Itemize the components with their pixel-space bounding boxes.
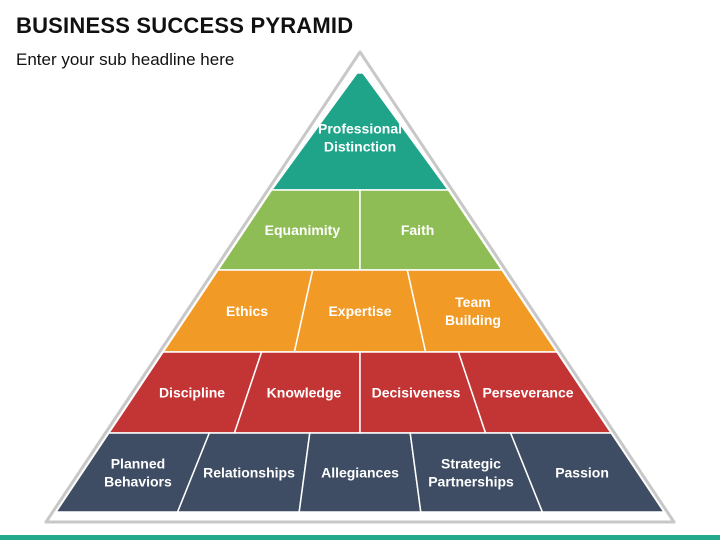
pyramid-block-label: Decisiveness bbox=[372, 385, 461, 401]
pyramid-block-label: Relationships bbox=[203, 465, 295, 481]
pyramid-block-label: Ethics bbox=[226, 303, 268, 319]
pyramid-tier-4: Discipline Knowledge Decisiveness Persevera… bbox=[107, 351, 613, 434]
page-subtitle: Enter your sub headline here bbox=[16, 50, 235, 69]
pyramid-block-label: Perseverance bbox=[482, 385, 573, 401]
pyramid-block-label: Knowledge bbox=[267, 385, 342, 401]
pyramid-block-label: Allegiances bbox=[321, 465, 399, 481]
page-title: BUSINESS SUCCESS PYRAMID bbox=[16, 13, 354, 38]
pyramid-block-label: Passion bbox=[555, 465, 609, 481]
pyramid-block-5-5 bbox=[509, 432, 666, 513]
pyramid-block-label: Expertise bbox=[328, 303, 391, 319]
pyramid-block-label: Equanimity bbox=[265, 222, 341, 238]
pyramid-block-label: Faith bbox=[401, 222, 434, 238]
pyramid-block-label: Discipline bbox=[159, 385, 225, 401]
bottom-accent-bar bbox=[0, 535, 720, 540]
